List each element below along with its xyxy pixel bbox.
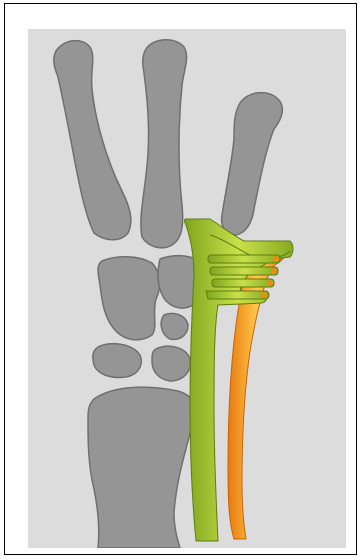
peg-rail-2 (210, 267, 278, 275)
peg-tip-4 (261, 292, 267, 298)
pisiform (161, 313, 188, 339)
wrist-implant-illustration (28, 29, 346, 548)
peg-tip-2 (271, 268, 277, 274)
peg-tip-1 (273, 256, 279, 262)
peg-tip-3 (267, 280, 273, 286)
figure-frame (4, 3, 357, 555)
peg-rail-1 (208, 255, 280, 263)
triquetrum (152, 346, 190, 381)
lunate (93, 344, 141, 378)
illustration-svg (28, 29, 346, 548)
peg-rail-3 (212, 279, 274, 287)
